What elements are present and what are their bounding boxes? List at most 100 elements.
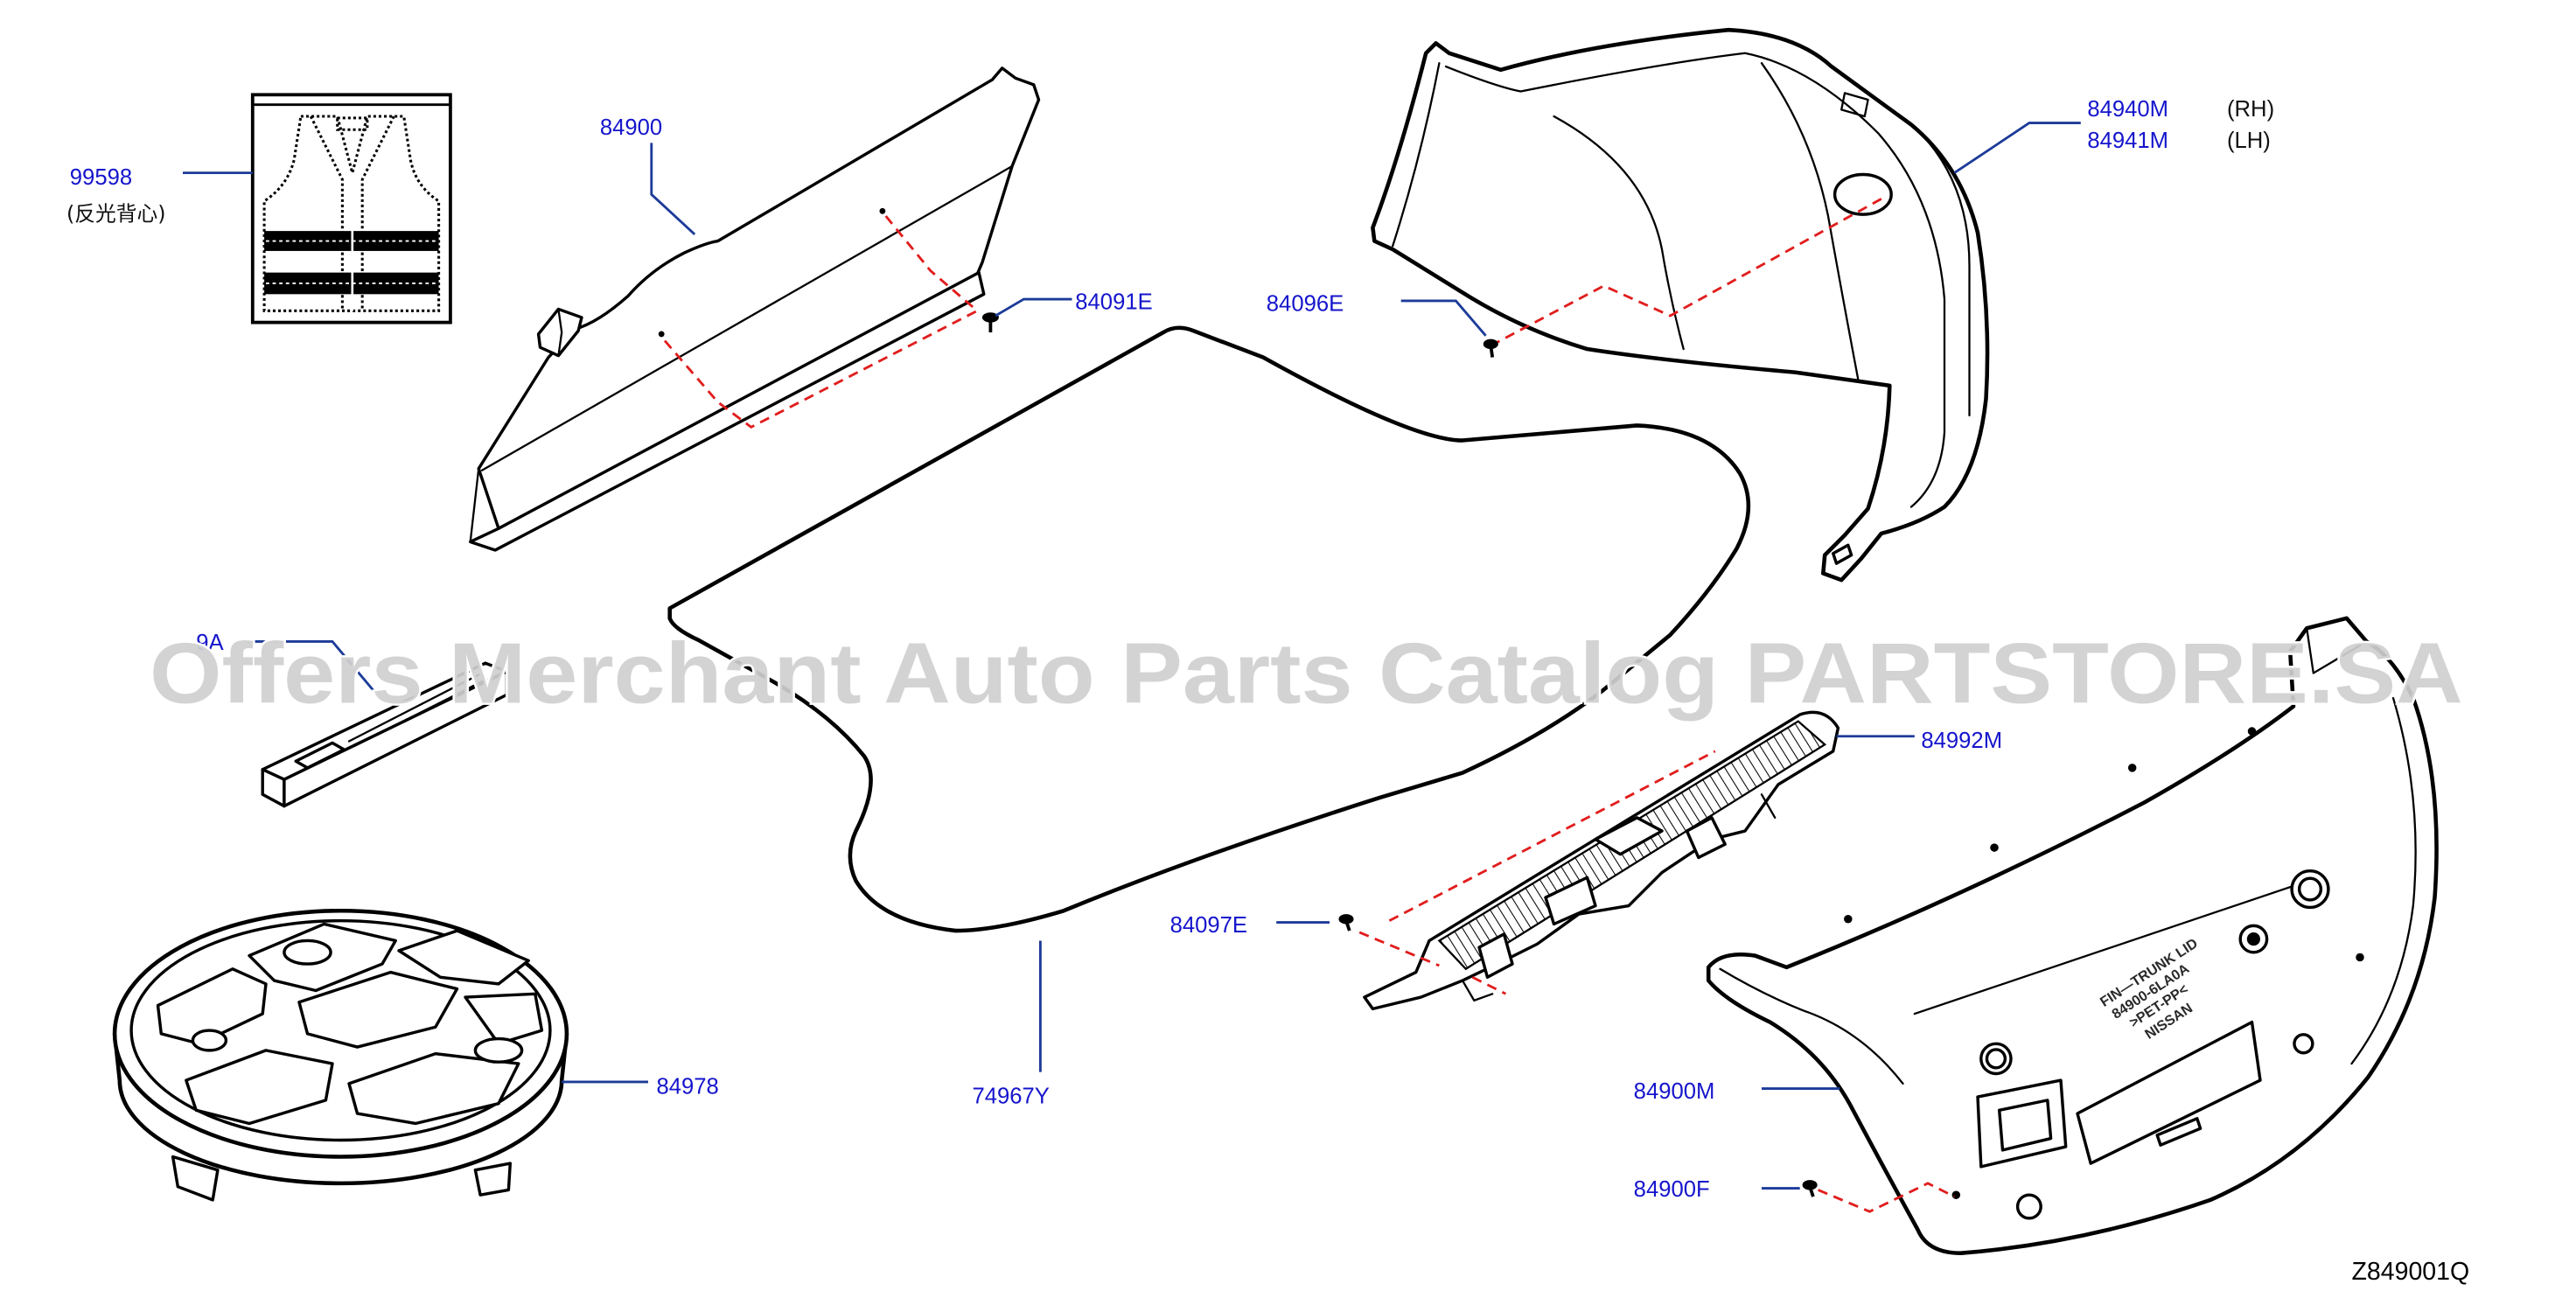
trim-plate-clip-part xyxy=(1338,914,1354,932)
side-finisher-fastener-path xyxy=(1490,194,1888,347)
spare-tray-callout[interactable]: 84978 xyxy=(656,1074,718,1099)
parcel-shelf-clip-leader xyxy=(995,297,1072,318)
tool-callout[interactable]: 9A xyxy=(196,631,224,655)
parcel-shelf-mount-hole-left xyxy=(658,331,665,338)
trim-plate-boss xyxy=(1685,816,1727,860)
lid-finisher-hole xyxy=(2293,1033,2314,1055)
lid-finisher-hole-inner xyxy=(1985,1048,2007,1070)
trim-plate-boss xyxy=(1594,816,1664,856)
parcel-shelf-crease xyxy=(480,164,1014,471)
parcel-shelf-fastener-path-upper xyxy=(884,215,979,312)
side-finisher-top-tab xyxy=(1840,92,1869,118)
side-finisher-inner-rim xyxy=(1444,52,1946,508)
trim-plate-boss xyxy=(1477,932,1514,979)
trim-plate-fastener-path-lower xyxy=(1358,931,1507,995)
watermark-text: Offers Merchant Auto Parts Catalog PARTS… xyxy=(150,625,2463,722)
tool-part xyxy=(261,661,509,808)
tool-groove xyxy=(347,673,486,748)
lid-finisher-clip-point xyxy=(2356,953,2364,962)
tray-compartment xyxy=(297,970,459,1049)
tray-compartment xyxy=(464,992,544,1045)
trim-plate-tabs xyxy=(1461,793,1777,1002)
parcel-shelf-leader xyxy=(650,143,696,235)
tray-foot-left xyxy=(171,1155,220,1202)
tray-compartment xyxy=(347,1051,520,1126)
reflective-vest-part xyxy=(250,93,452,324)
parcel-shelf-callout[interactable]: 84900 xyxy=(600,115,662,140)
vest-callout[interactable]: 99598 xyxy=(70,165,132,190)
trunk-lid-finisher-part: FIN—TRUNK LID 84900-6LA0A >PET-PP< NISSA… xyxy=(1706,616,2439,1255)
side-finisher-rh-tag: (RH) xyxy=(2227,97,2274,122)
diagram-code: Z849001Q xyxy=(2352,1258,2470,1286)
lid-finisher-callout[interactable]: 84900M xyxy=(1634,1079,1715,1104)
lid-finisher-fastener-path xyxy=(1818,1182,1956,1213)
lid-finisher-outline xyxy=(1706,616,2439,1255)
parcel-shelf-mount-hole-right xyxy=(879,207,886,214)
vest-stripe-stitching xyxy=(266,240,437,284)
tray-compartment xyxy=(156,967,268,1045)
parcel-shelf-left-edge xyxy=(469,467,480,543)
parcel-shelf-tab-edge xyxy=(557,308,563,357)
tray-round-recess xyxy=(283,939,332,966)
tray-round-recess xyxy=(473,1036,524,1064)
lid-finisher-left-flap xyxy=(1719,967,1904,1085)
side-finisher-bracket-slot xyxy=(1831,543,1853,565)
side-finisher-flange xyxy=(1926,140,1971,417)
tool-latch xyxy=(294,741,346,770)
vest-note: (反光背心) xyxy=(66,202,166,227)
lid-finisher-clip-part xyxy=(1802,1180,1818,1197)
side-finisher-lh-tag: (LH) xyxy=(2227,129,2271,153)
side-finisher-access-hole xyxy=(1833,172,1893,216)
side-finisher-clip-leader xyxy=(1400,299,1487,337)
lid-finisher-clip-point xyxy=(2247,727,2257,736)
parcel-shelf-clip-callout[interactable]: 84091E xyxy=(1075,290,1152,314)
lid-finisher-handle-recess-inner xyxy=(1997,1099,2053,1152)
spare-tire-tray-part xyxy=(112,908,569,1202)
clip-head-icon xyxy=(1802,1180,1818,1190)
side-finisher-clip-callout[interactable]: 84096E xyxy=(1267,291,1344,316)
lid-finisher-clip-point xyxy=(1844,915,1853,924)
parcel-shelf-part xyxy=(468,66,1041,552)
lid-finisher-clip-point xyxy=(2127,764,2137,772)
parcel-shelf-panel xyxy=(477,66,1041,530)
lid-finisher-hole-inner xyxy=(2297,876,2323,902)
tray-round-recess xyxy=(191,1029,228,1052)
clip-head-icon xyxy=(1338,914,1354,925)
lid-finisher-clip-callout[interactable]: 84900F xyxy=(1634,1177,1710,1202)
parcel-shelf-rear-trim xyxy=(468,270,986,552)
side-finisher-contour-rear xyxy=(1760,62,1860,380)
floor-mat-callout[interactable]: 74967Y xyxy=(973,1085,1050,1109)
clip-stem xyxy=(1344,920,1351,932)
vest-front-edges xyxy=(309,115,395,311)
lid-finisher-plate-slot xyxy=(2155,1117,2203,1147)
clip-stem xyxy=(1489,345,1495,358)
lid-finisher-crease xyxy=(1913,876,2320,1015)
lid-finisher-clip-point xyxy=(1990,843,1999,852)
tray-compartment xyxy=(397,929,530,986)
lid-finisher-right-edge xyxy=(2350,696,2417,1065)
side-finisher-left-edge xyxy=(1392,62,1441,248)
rear-trim-plate-part xyxy=(1358,710,1840,1011)
parcel-shelf-clip-part xyxy=(981,312,999,333)
recycle-logo-icon-inner xyxy=(2246,932,2260,946)
trim-plate-fastener-path-upper xyxy=(1388,750,1716,922)
trim-plate-callout[interactable]: 84992M xyxy=(1921,729,2002,753)
tray-foot-right xyxy=(473,1162,513,1197)
clip-head-icon xyxy=(981,312,999,323)
lid-finisher-hole xyxy=(2015,1193,2042,1220)
trim-plate-clip-callout[interactable]: 84097E xyxy=(1170,913,1247,938)
tool-leader xyxy=(246,640,377,694)
trim-plate-boss xyxy=(1544,876,1597,926)
side-finisher-leader xyxy=(1953,122,2081,174)
clip-stem xyxy=(1808,1186,1815,1197)
lid-finisher-ear-edge xyxy=(2306,627,2368,674)
side-finisher-lh-callout[interactable]: 84941M xyxy=(2087,129,2168,153)
lid-finisher-clip-point xyxy=(1951,1190,1961,1199)
side-finisher-rh-callout[interactable]: 84940M xyxy=(2087,97,2168,122)
trunk-side-finisher-part xyxy=(1371,27,1990,583)
parcel-shelf-fastener-path-lower xyxy=(663,310,978,429)
vest-outline xyxy=(262,115,441,312)
lid-finisher-plate-recess xyxy=(2076,1020,2262,1165)
tray-compartment xyxy=(185,1049,334,1126)
